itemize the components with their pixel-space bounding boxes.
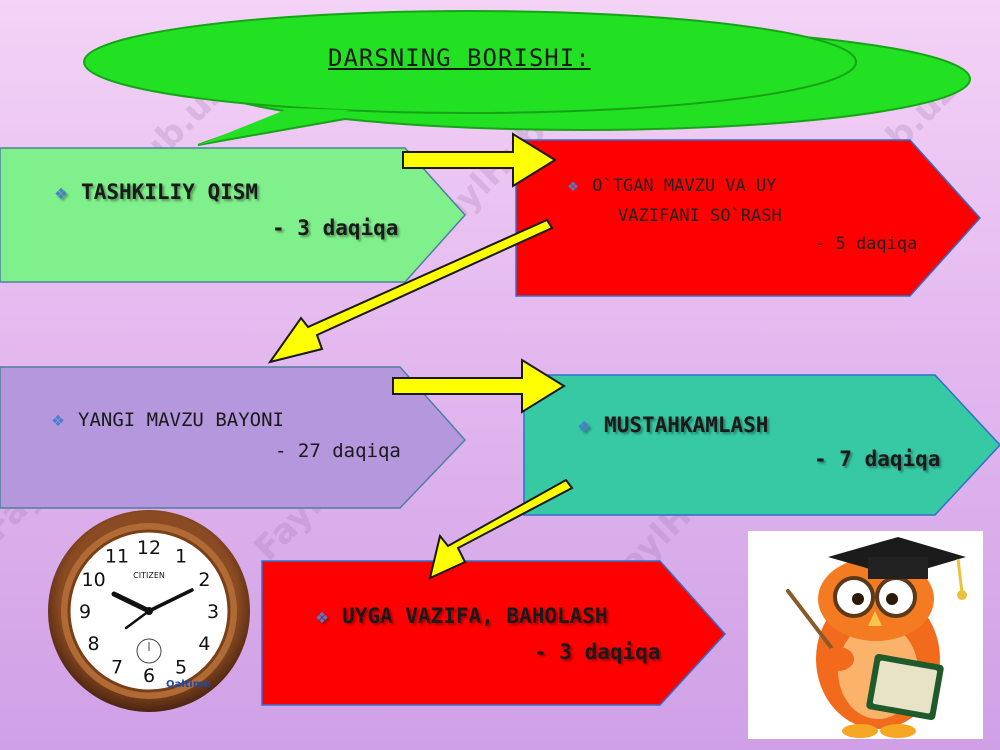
step-3-time: - 27 daqiqa: [275, 440, 401, 462]
clock-numeral: 5: [175, 656, 187, 678]
arrow-4: [428, 478, 574, 580]
step-1-time: - 3 daqiqa: [272, 216, 399, 240]
diamond-bullet-icon: ❖: [55, 180, 68, 204]
step-shape-4: [523, 374, 1000, 516]
clock-numeral: 1: [175, 546, 187, 568]
clock-numeral: 11: [105, 546, 129, 568]
clock-numeral: 10: [82, 569, 106, 591]
diamond-bullet-icon: ❖: [316, 604, 329, 628]
step-shape-5: [261, 560, 727, 706]
clock-numeral: 2: [198, 569, 210, 591]
step-2: ❖ O`TGAN MAVZU VA UY: [568, 176, 776, 196]
arrow-3: [392, 358, 566, 414]
clock-numeral: 4: [198, 633, 210, 655]
clock-numeral: 9: [79, 601, 91, 623]
speech-bubble-body: [83, 10, 857, 114]
step-shape-1: [0, 147, 467, 283]
clock-numeral: 8: [88, 633, 100, 655]
step-1: ❖ TASHKILIY QISM: [55, 180, 258, 204]
diamond-bullet-icon: ❖: [568, 176, 579, 196]
clock-badge: Qaltime: [166, 679, 210, 690]
diamond-bullet-icon: ❖: [578, 413, 591, 437]
step-4-time: - 7 daqiqa: [814, 447, 941, 471]
clock-brand: CITIZEN: [133, 571, 165, 580]
step-2-time: - 5 daqiqa: [815, 234, 918, 254]
step-5-time: - 3 daqiqa: [534, 640, 661, 664]
step-2-line2: VAZIFANI SO`RASH: [618, 206, 782, 226]
clock-numeral: 6: [143, 665, 155, 687]
clock-numeral: 12: [137, 537, 161, 559]
clock-numeral: 7: [111, 656, 123, 678]
step-shape-2: [515, 139, 982, 297]
clock-numeral: 3: [207, 601, 219, 623]
owl-teacher-icon: [748, 531, 983, 739]
step-3: ❖ YANGI MAVZU BAYONI: [52, 407, 284, 431]
step-4: ❖ MUSTAHKAMLASH: [578, 413, 768, 437]
arrow-1: [402, 132, 557, 188]
step-2-line1: O`TGAN MAVZU VA UY: [592, 176, 777, 196]
step-5-name: UYGA VAZIFA, BAHOLASH: [342, 604, 608, 628]
step-5: ❖ UYGA VAZIFA, BAHOLASH: [316, 604, 608, 628]
step-4-name: MUSTAHKAMLASH: [604, 413, 769, 437]
diamond-bullet-icon: ❖: [52, 407, 65, 431]
step-shape-3: [0, 366, 467, 509]
page-title: DARSNING BORISHI:: [328, 44, 591, 72]
step-3-name: YANGI MAVZU BAYONI: [78, 409, 284, 431]
step-1-name: TASHKILIY QISM: [81, 180, 259, 204]
arrow-2: [267, 218, 554, 364]
